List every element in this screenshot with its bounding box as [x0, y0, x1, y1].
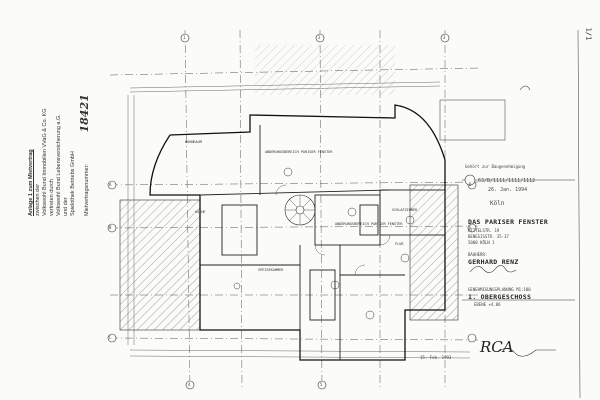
annex-line: Volkswohl Bund Lebensversicherung a.G. — [56, 114, 62, 216]
contract-number-label: Mietvertragsnummer: — [84, 164, 90, 216]
level-label: EBENE +4.86 — [474, 302, 501, 307]
room-label: SCHLAFZIMMER — [392, 208, 418, 212]
annex-line: Spielothek Betriebs GmbH — [70, 151, 76, 216]
axis-label: 3 — [443, 35, 446, 40]
floor-title: 1. OBERGESCHOSS — [468, 293, 532, 301]
project-title: DAS PARISER FENSTER — [468, 218, 549, 226]
annex-line: Volkswohl Bund Immobilien VVaG & Co. KG — [42, 108, 48, 216]
axis-label: D — [469, 182, 472, 187]
page-mark: 1/1 — [584, 27, 593, 41]
spiral-staircase — [284, 194, 316, 226]
room-label: SPEISEKAMMER — [258, 268, 284, 272]
room-label: WOHNRAUM — [185, 140, 202, 144]
annex-line: vertreten durch — [49, 179, 55, 216]
axis-label: 1 — [183, 35, 186, 40]
client-label: BAUHERR: — [468, 252, 488, 257]
room-label: ANDERUNGSBEREICH PARISER FENSTER — [265, 150, 333, 154]
axis-label: 5 — [320, 382, 323, 387]
address-line: MITTELSTR. 19 — [468, 228, 500, 233]
city-stamp: Köln — [490, 200, 505, 207]
annex-title: Anlage 1 zum Mietvertrag — [28, 149, 34, 216]
architect-logo: RCA — [480, 338, 514, 356]
stamp-date: 15. Feb. 1993 — [420, 355, 452, 360]
axis-label: B — [109, 225, 112, 230]
axis-label: C — [109, 335, 112, 340]
axis-label: 2 — [318, 35, 321, 40]
axis-bubbles — [107, 33, 477, 390]
axis-label: E — [469, 225, 472, 230]
room-label: ANDERUNGSBEREICH PARISER FENSTER — [335, 222, 403, 226]
room-label: KÜCHE — [195, 210, 206, 214]
axis-label: 4 — [188, 382, 191, 387]
plan-type: GENEHMIGUNGSPLANUNG M1:100 — [468, 287, 531, 292]
address-line: 5000 KÖLN 1 — [468, 240, 495, 245]
room-label: FLUR — [395, 242, 404, 246]
approval-date: 26. Jan. 1994 — [488, 187, 528, 193]
lease-annex-note: Anlage 1 zum Mietvertrag zwischen der Vo… — [28, 94, 91, 216]
axis-label: A — [109, 182, 112, 187]
approval-note: Gehört zur Baugenehmigung — [465, 164, 526, 169]
annex-line: und der — [63, 197, 69, 216]
address-line: BENESISSTR. 35-37 — [468, 234, 509, 239]
annex-line: zwischen der — [35, 183, 41, 216]
client-name: GERHARD RENZ — [468, 258, 519, 266]
file-number: 63/B/1111/1111/1112 — [478, 178, 536, 184]
handwritten-number: 18421 — [78, 94, 91, 133]
